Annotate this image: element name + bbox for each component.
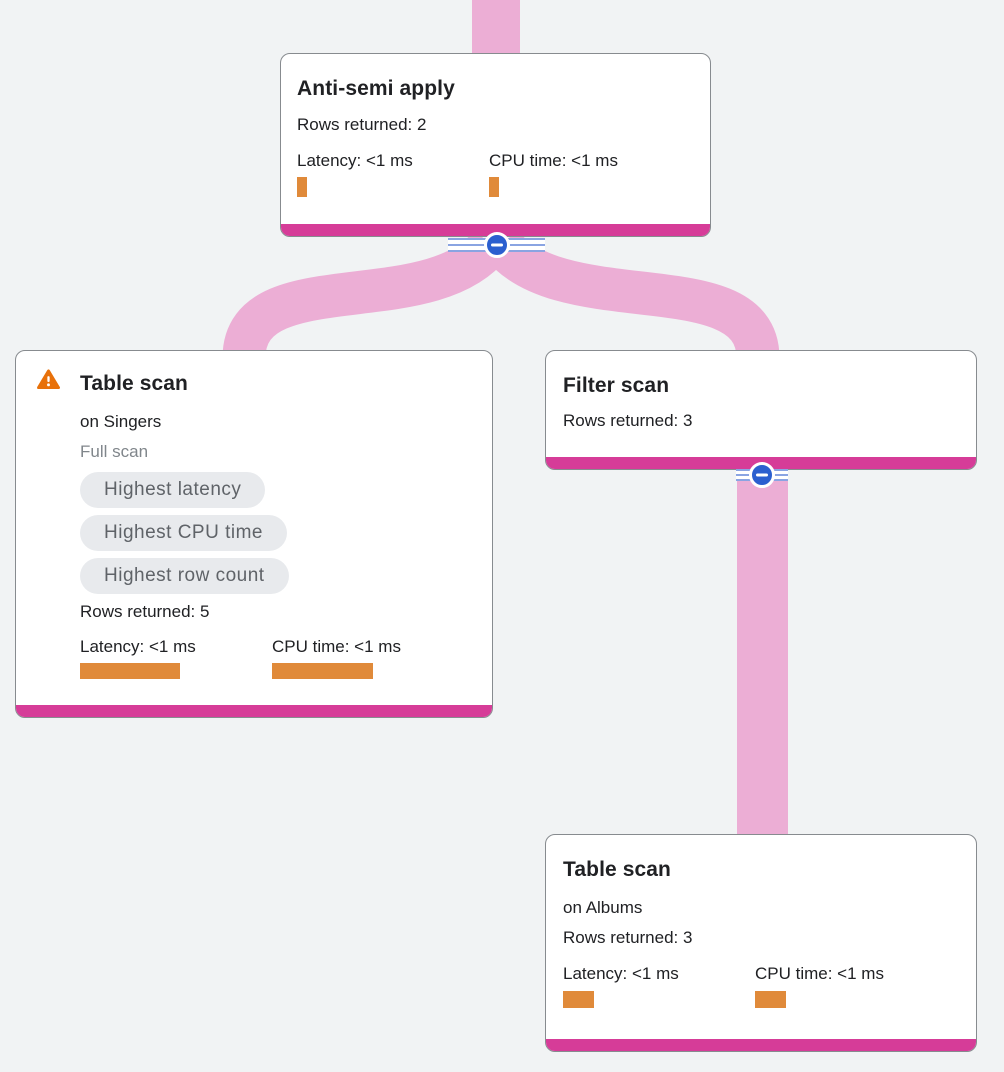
latency-label: Latency: <1 ms bbox=[563, 964, 679, 983]
warning-icon bbox=[37, 369, 60, 390]
rows-returned-label: Rows returned: 3 bbox=[563, 411, 693, 430]
edge-parent-to-anti-semi-apply bbox=[472, 0, 520, 58]
latency-metric: Latency: <1 ms bbox=[297, 150, 489, 197]
node-accent-bar bbox=[16, 705, 492, 717]
collapse-button-anti-semi-apply[interactable] bbox=[448, 232, 545, 258]
badge-highest-row-count: Highest row count bbox=[80, 558, 289, 594]
collapse-circle bbox=[483, 232, 510, 258]
plan-node-filter-scan[interactable]: Filter scan Rows returned: 3 bbox=[545, 350, 977, 470]
cpu-time-label: CPU time: <1 ms bbox=[489, 151, 618, 170]
plan-node-table-scan-albums[interactable]: Table scan on Albums Rows returned: 3 La… bbox=[545, 834, 977, 1052]
node-subtitle: on Albums bbox=[563, 898, 643, 917]
badge-list: Highest latency Highest CPU time Highest… bbox=[80, 472, 476, 594]
plan-node-table-scan-singers[interactable]: Table scan on Singers Full scan Highest … bbox=[15, 350, 493, 718]
cpu-time-bar bbox=[755, 991, 786, 1008]
node-title: Table scan bbox=[563, 858, 671, 881]
node-metrics: Latency: <1 ms CPU time: <1 ms bbox=[80, 636, 476, 679]
node-title: Table scan bbox=[80, 372, 188, 395]
rows-returned-label: Rows returned: 3 bbox=[563, 928, 693, 947]
badge-highest-cpu-time: Highest CPU time bbox=[80, 515, 287, 551]
node-accent-bar bbox=[546, 1039, 976, 1051]
scan-type-label: Full scan bbox=[80, 442, 149, 461]
latency-metric: Latency: <1 ms bbox=[80, 636, 272, 679]
edge-anti-semi-apply-to-table-scan-singers bbox=[222, 229, 508, 360]
minus-icon bbox=[756, 473, 768, 477]
rows-returned-label: Rows returned: 5 bbox=[80, 602, 210, 621]
cpu-time-metric: CPU time: <1 ms bbox=[272, 636, 464, 679]
edge-anti-semi-apply-to-filter-scan bbox=[484, 229, 780, 361]
node-title: Filter scan bbox=[563, 374, 670, 397]
cpu-time-bar bbox=[489, 177, 499, 197]
rows-returned-label: Rows returned: 2 bbox=[297, 115, 427, 134]
badge-highest-latency: Highest latency bbox=[80, 472, 266, 508]
node-title: Anti-semi apply bbox=[297, 77, 455, 100]
latency-metric: Latency: <1 ms bbox=[563, 963, 755, 1008]
latency-bar bbox=[80, 663, 180, 679]
latency-bar bbox=[563, 991, 594, 1008]
edge-filter-scan-to-table-scan-albums bbox=[737, 466, 788, 838]
cpu-time-label: CPU time: <1 ms bbox=[272, 637, 401, 656]
node-accent-bar bbox=[281, 224, 710, 236]
latency-bar bbox=[297, 177, 307, 197]
latency-label: Latency: <1 ms bbox=[80, 637, 196, 656]
node-subtitle: on Singers bbox=[80, 412, 162, 431]
cpu-time-label: CPU time: <1 ms bbox=[755, 964, 884, 983]
node-metrics: Latency: <1 ms CPU time: <1 ms bbox=[563, 963, 959, 1008]
minus-icon bbox=[490, 243, 503, 247]
latency-label: Latency: <1 ms bbox=[297, 151, 413, 170]
plan-node-anti-semi-apply[interactable]: Anti-semi apply Rows returned: 2 Latency… bbox=[280, 53, 711, 237]
cpu-time-metric: CPU time: <1 ms bbox=[755, 963, 947, 1008]
cpu-time-metric: CPU time: <1 ms bbox=[489, 150, 681, 197]
cpu-time-bar bbox=[272, 663, 373, 679]
node-metrics: Latency: <1 ms CPU time: <1 ms bbox=[297, 150, 694, 197]
collapse-button-filter-scan[interactable] bbox=[736, 462, 788, 488]
collapse-circle bbox=[749, 462, 775, 488]
